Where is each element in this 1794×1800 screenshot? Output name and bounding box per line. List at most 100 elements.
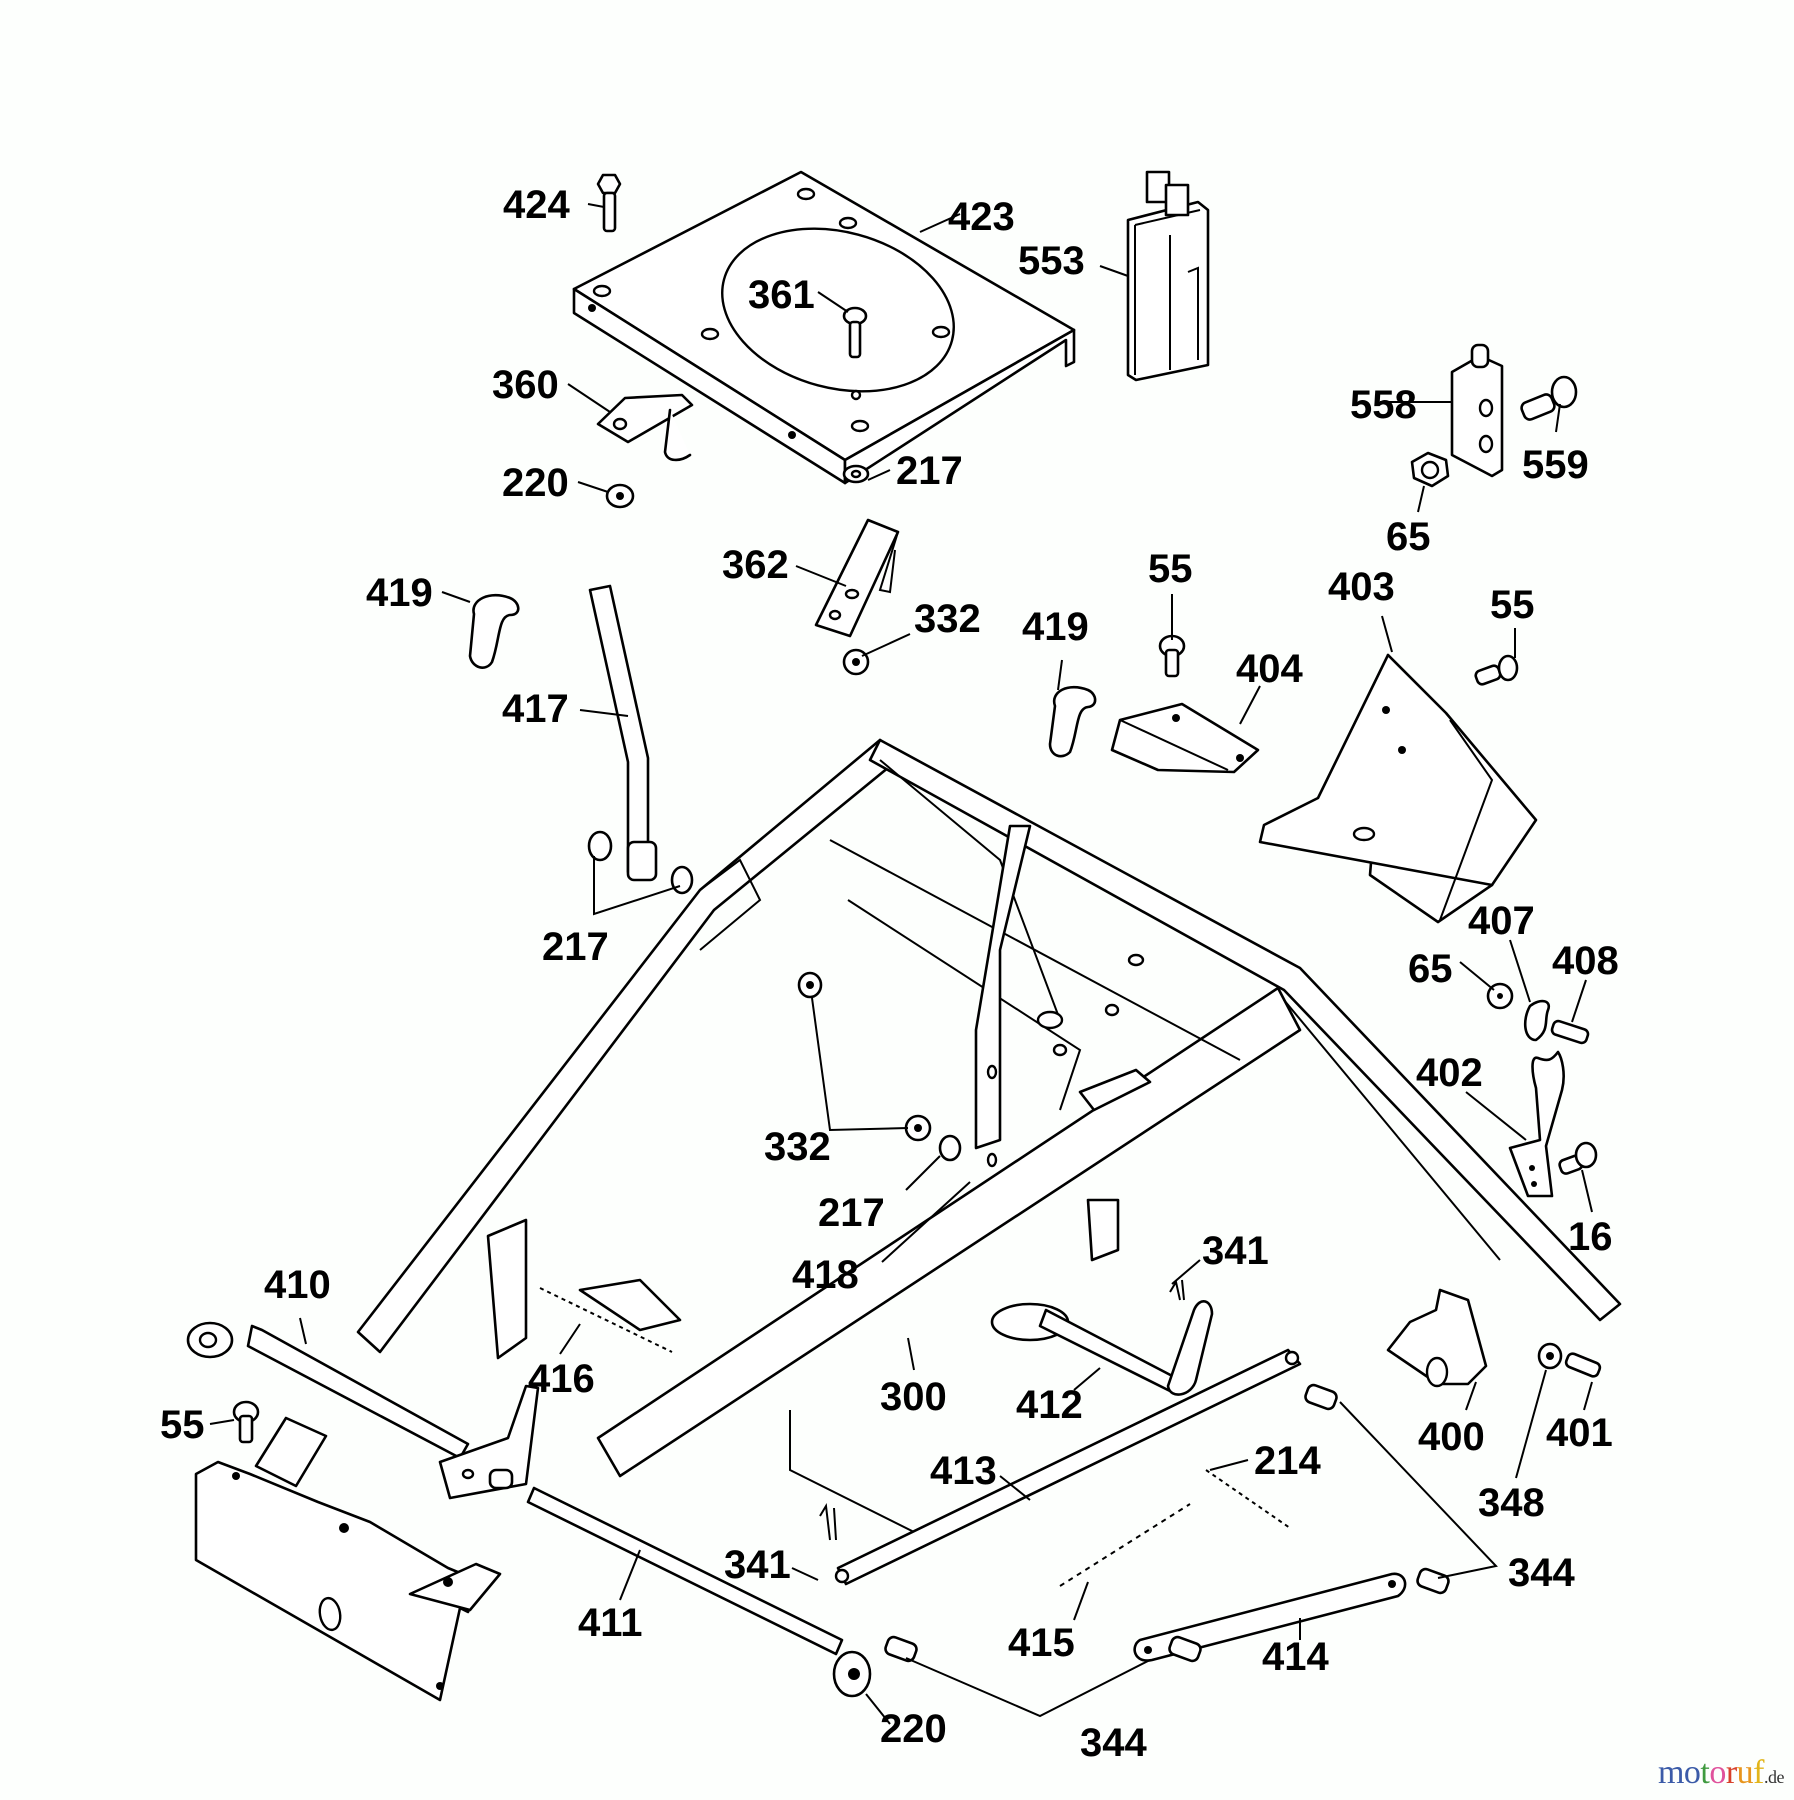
label-423[interactable]: 423 — [948, 195, 1015, 239]
part-404-plate[interactable] — [1110, 702, 1260, 774]
label-16[interactable]: 16 — [1568, 1215, 1613, 1259]
label-332-top[interactable]: 332 — [914, 597, 981, 641]
part-341-clip-bottom[interactable] — [819, 1502, 837, 1541]
logo-letter: u — [1736, 1754, 1754, 1791]
part-55-bolt-left[interactable] — [232, 1400, 260, 1444]
part-559-bolt[interactable] — [1520, 375, 1578, 421]
part-424-bolt[interactable] — [596, 173, 622, 233]
label-65-top[interactable]: 65 — [1386, 515, 1431, 559]
label-65-right[interactable]: 65 — [1408, 947, 1453, 991]
label-400[interactable]: 400 — [1418, 1415, 1485, 1459]
label-414[interactable]: 414 — [1262, 1635, 1329, 1679]
logo-letter: o — [1709, 1754, 1726, 1791]
part-332-nut-lower[interactable] — [904, 1114, 932, 1142]
part-front-bracket[interactable] — [194, 1416, 502, 1702]
part-413-bar[interactable] — [834, 1348, 1302, 1586]
part-220-nut-bottom[interactable] — [832, 1650, 872, 1698]
part-423-seat-plate[interactable] — [572, 170, 1076, 485]
label-412[interactable]: 412 — [1016, 1383, 1083, 1427]
part-217-washer-mid[interactable] — [938, 1134, 962, 1162]
label-362[interactable]: 362 — [722, 543, 789, 587]
part-401-bolt[interactable] — [1564, 1352, 1602, 1378]
label-424[interactable]: 424 — [503, 183, 570, 227]
part-416-spring[interactable] — [539, 1287, 673, 1353]
part-558-hinge[interactable] — [1450, 343, 1504, 478]
leader-lines — [209, 203, 1593, 1725]
label-220-bottom[interactable]: 220 — [880, 1707, 947, 1751]
part-408-bolt[interactable] — [1550, 1019, 1590, 1045]
part-220-nut[interactable] — [605, 483, 635, 509]
label-411[interactable]: 411 — [578, 1601, 643, 1645]
label-341-top[interactable]: 341 — [1202, 1229, 1269, 1273]
label-403[interactable]: 403 — [1328, 565, 1395, 609]
label-214[interactable]: 214 — [1254, 1439, 1321, 1483]
part-300-frame[interactable] — [356, 738, 1622, 1541]
label-407[interactable]: 407 — [1468, 899, 1535, 943]
part-332-nut-mid[interactable] — [797, 971, 823, 999]
part-411-rod[interactable] — [526, 1486, 844, 1656]
label-55-left[interactable]: 55 — [160, 1403, 205, 1447]
label-348[interactable]: 348 — [1478, 1481, 1545, 1525]
label-416[interactable]: 416 — [528, 1357, 595, 1401]
part-217-washer[interactable] — [842, 464, 870, 484]
part-410-rod[interactable] — [186, 1321, 540, 1500]
label-558[interactable]: 558 — [1350, 383, 1417, 427]
label-553[interactable]: 553 — [1018, 239, 1085, 283]
part-332-nut[interactable] — [842, 648, 870, 676]
motoruf-logo[interactable]: motoruf.de — [1657, 1754, 1785, 1792]
label-415[interactable]: 415 — [1008, 1621, 1075, 1665]
part-415-spring[interactable] — [1059, 1503, 1191, 1587]
label-344-bottom[interactable]: 344 — [1080, 1721, 1147, 1765]
part-214-spring[interactable] — [1205, 1469, 1291, 1529]
part-407-clip[interactable] — [1523, 999, 1551, 1042]
label-332-mid[interactable]: 332 — [764, 1125, 831, 1169]
label-413[interactable]: 413 — [930, 1449, 997, 1493]
label-217-top[interactable]: 217 — [896, 449, 963, 493]
label-341-bottom[interactable]: 341 — [724, 1543, 791, 1587]
label-418[interactable]: 418 — [792, 1253, 859, 1297]
label-300[interactable]: 300 — [880, 1375, 947, 1419]
part-65-nut[interactable] — [1410, 451, 1450, 488]
label-344-right[interactable]: 344 — [1508, 1551, 1575, 1595]
part-344-pins[interactable] — [884, 1383, 1450, 1663]
label-401[interactable]: 401 — [1546, 1411, 1613, 1455]
label-220-top[interactable]: 220 — [502, 461, 569, 505]
label-410[interactable]: 410 — [264, 1263, 331, 1307]
part-402-hook[interactable] — [1508, 1050, 1565, 1198]
label-408[interactable]: 408 — [1552, 939, 1619, 983]
part-419-knob-right[interactable] — [1048, 685, 1097, 758]
label-419-right[interactable]: 419 — [1022, 605, 1089, 649]
label-361[interactable]: 361 — [748, 273, 815, 317]
label-559[interactable]: 559 — [1522, 443, 1589, 487]
label-419-left[interactable]: 419 — [366, 571, 433, 615]
logo-letter: m — [1657, 1754, 1684, 1791]
part-362-bracket[interactable] — [814, 518, 900, 638]
logo-suffix: .de — [1764, 1767, 1785, 1787]
label-417[interactable]: 417 — [502, 687, 569, 731]
part-341-clip-top[interactable] — [1169, 1279, 1185, 1301]
part-55-bolt-top[interactable] — [1158, 634, 1186, 678]
part-16-bolt[interactable] — [1558, 1141, 1598, 1175]
label-55-right[interactable]: 55 — [1490, 583, 1535, 627]
part-419-knob-left[interactable] — [468, 593, 520, 669]
part-414-arm[interactable] — [1133, 1572, 1407, 1662]
part-403-bracket[interactable] — [1258, 653, 1538, 924]
part-55-bolt-right[interactable] — [1474, 654, 1519, 686]
part-553-bracket[interactable] — [1126, 170, 1210, 382]
label-402[interactable]: 402 — [1416, 1051, 1483, 1095]
logo-letter: o — [1683, 1754, 1701, 1791]
part-348-washer[interactable] — [1537, 1342, 1563, 1370]
logo-letter: t — [1700, 1754, 1710, 1791]
label-217-left[interactable]: 217 — [542, 925, 609, 969]
part-361-bolt[interactable] — [842, 306, 868, 359]
label-404[interactable]: 404 — [1236, 647, 1303, 691]
label-360[interactable]: 360 — [492, 363, 559, 407]
label-217-mid[interactable]: 217 — [818, 1191, 885, 1235]
part-418-lever[interactable] — [974, 824, 1032, 1168]
label-55-top[interactable]: 55 — [1148, 547, 1193, 591]
part-412-arm[interactable] — [990, 1300, 1214, 1396]
part-360-clip[interactable] — [596, 393, 694, 462]
part-400-pivot[interactable] — [1386, 1288, 1488, 1388]
part-417-lever[interactable] — [588, 584, 658, 882]
